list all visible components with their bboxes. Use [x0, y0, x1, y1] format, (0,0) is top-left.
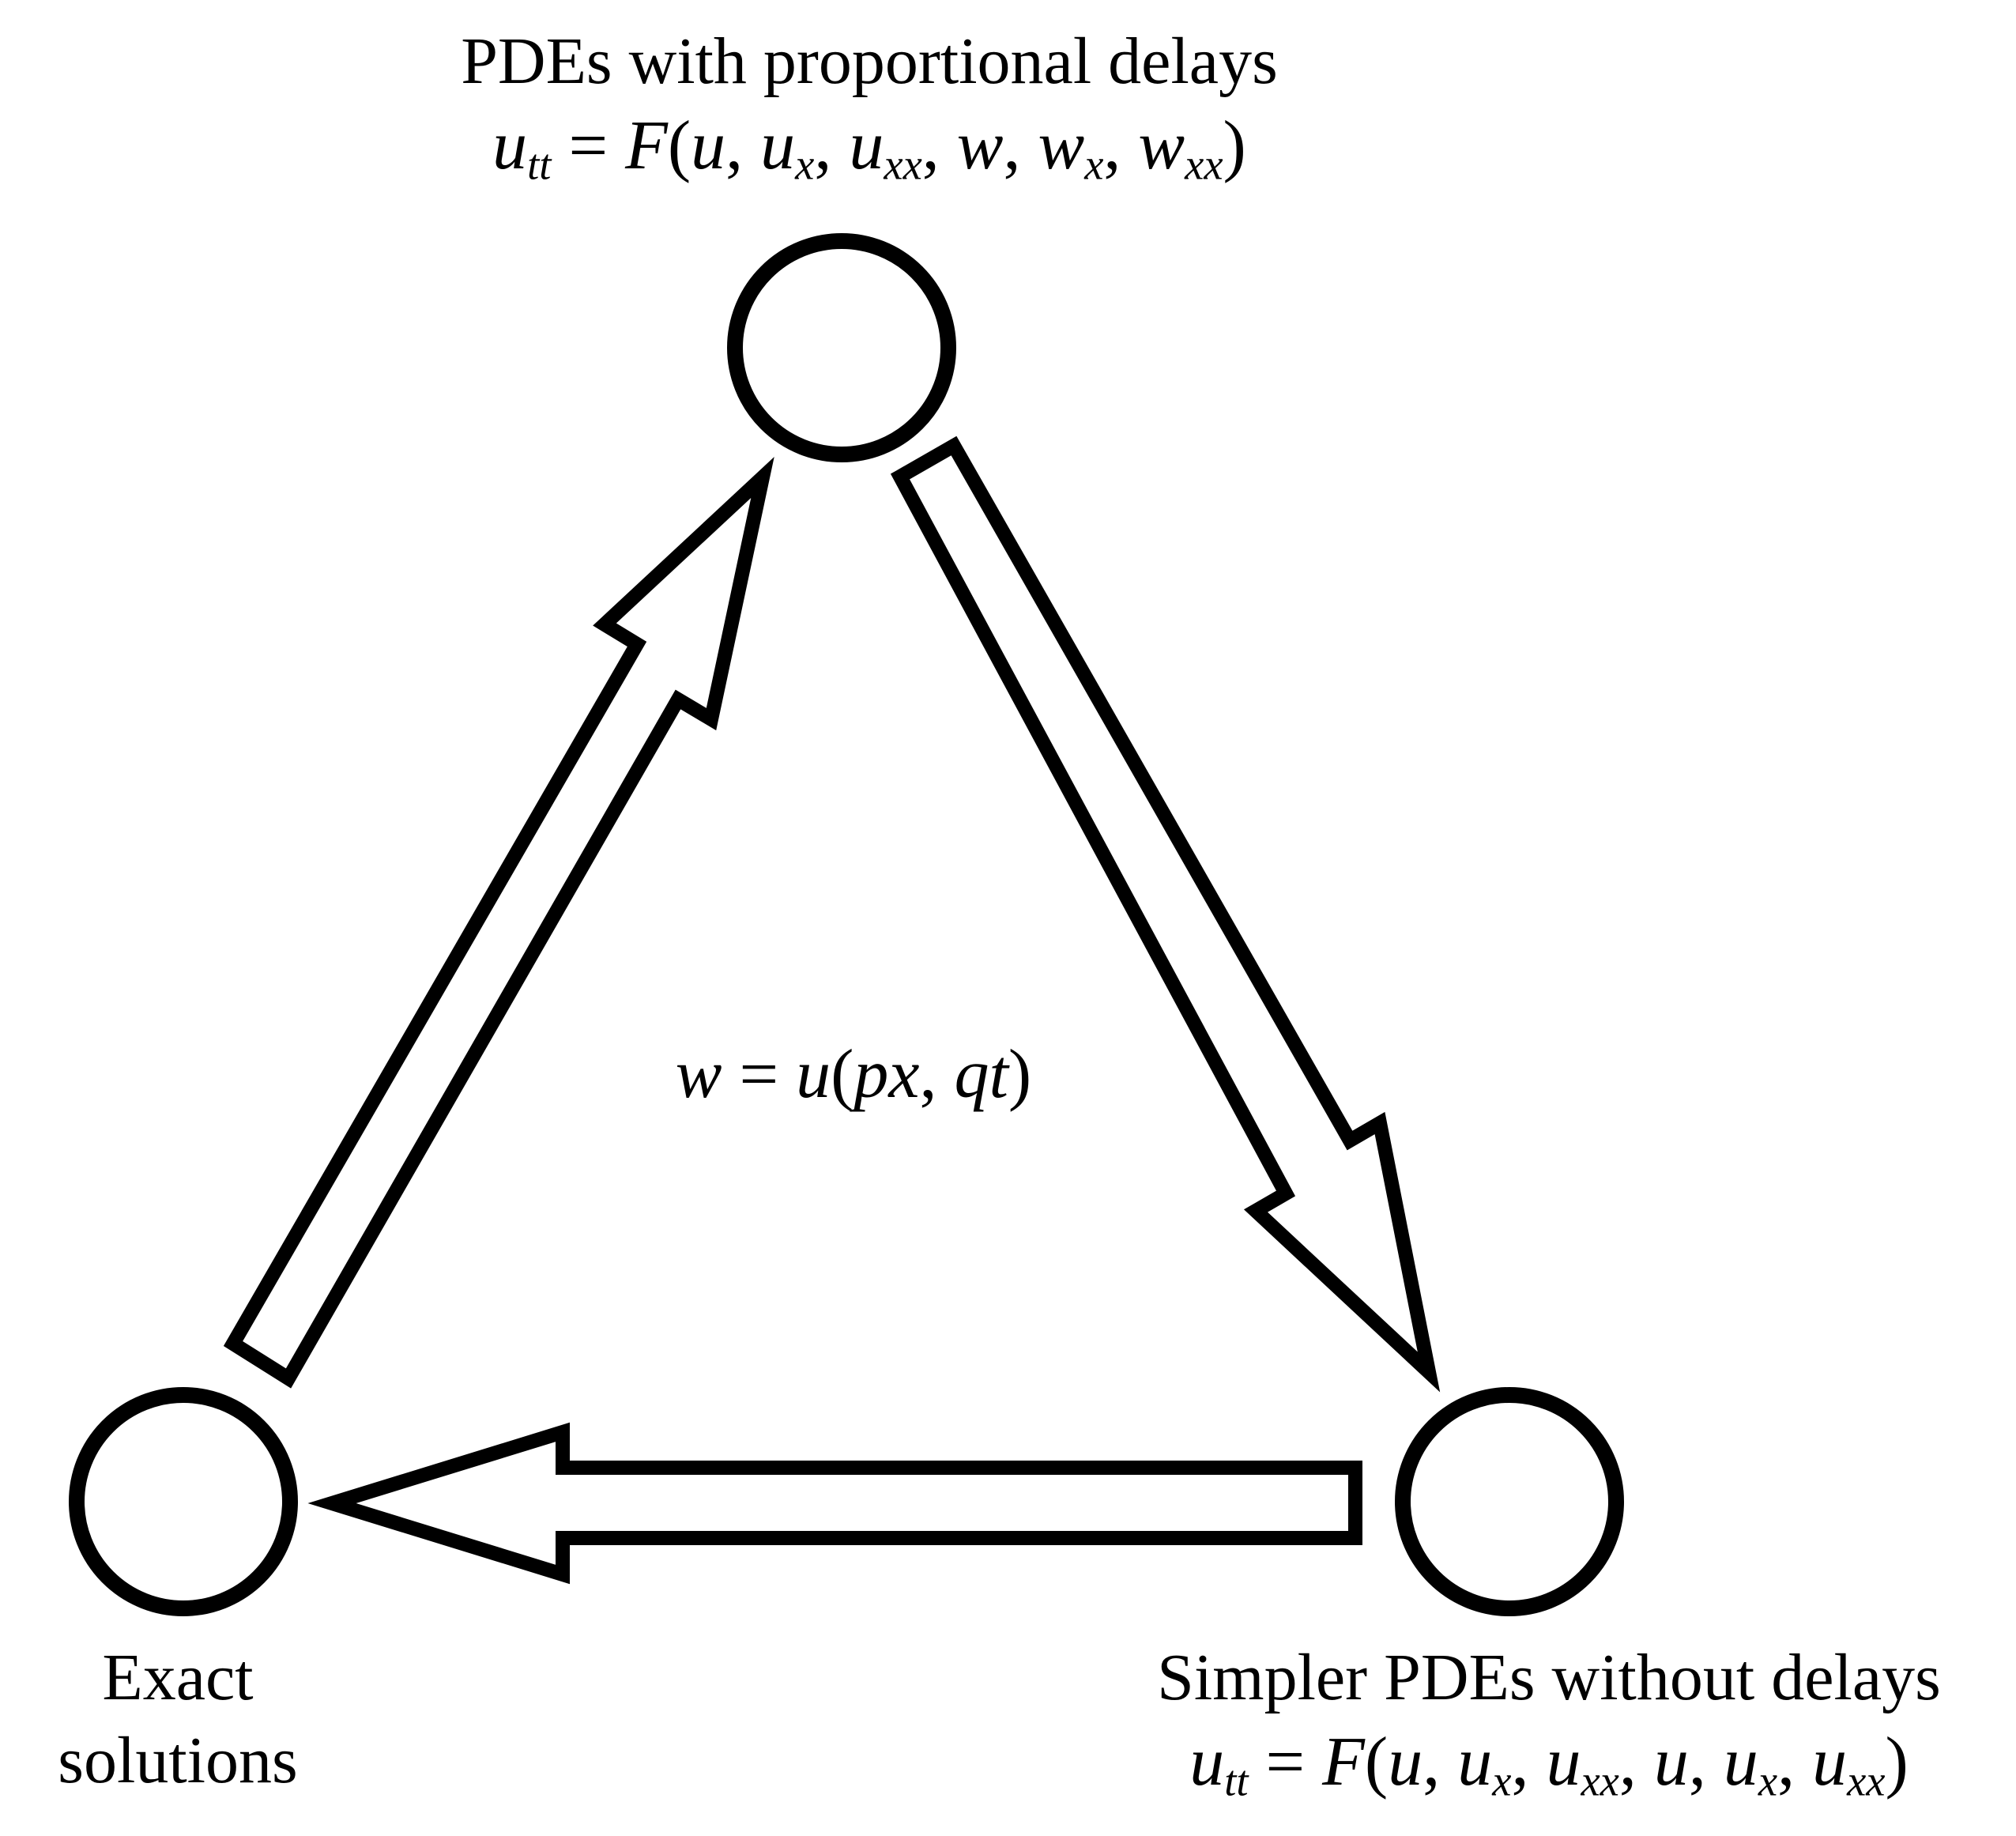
node-bottom-left-title-line1: Exact [102, 1641, 254, 1714]
center-equation: w = u(px, qt) [632, 1031, 1075, 1118]
node-bottom-left-title-line2: solutions [58, 1724, 298, 1797]
node-bottom-right-equation: utt = F(u, ux, uxx, u, ux, uxx) [1189, 1724, 1909, 1805]
node-top-circle [727, 233, 956, 462]
node-bottom-right-title: Simpler PDEs without delays [1157, 1641, 1941, 1714]
arrow-bottom-left-to-top [223, 457, 774, 1389]
node-bottom-left-label: Exact solutions [0, 1636, 356, 1802]
node-top-label: PDEs with proportional delays utt = F(u,… [237, 20, 1502, 190]
node-bottom-right-circle [1395, 1387, 1624, 1616]
center-equation-text: w = u(px, qt) [675, 1036, 1032, 1113]
node-bottom-left-circle [69, 1387, 298, 1616]
arrow-top-to-bottom-right [890, 435, 1441, 1393]
node-bottom-right-label: Simpler PDEs without delays utt = F(u, u… [1059, 1636, 2016, 1806]
node-top-title: PDEs with proportional delays [461, 25, 1278, 98]
node-top-equation: utt = F(u, ux, uxx, w, wx, wxx) [492, 107, 1246, 189]
arrow-bottom-right-to-bottom-left [307, 1422, 1362, 1585]
